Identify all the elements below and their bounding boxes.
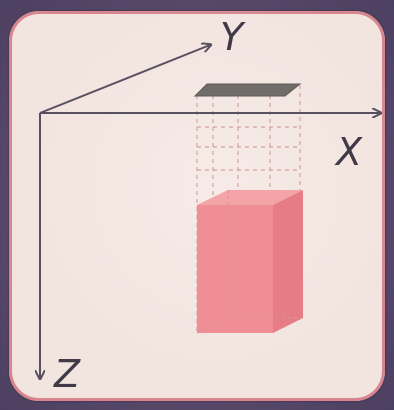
prism-hidden-edges (196, 190, 303, 334)
y-axis (39, 45, 210, 114)
prism-front-face (197, 205, 273, 333)
rectangular-prism (196, 190, 303, 334)
top-projection-shape (193, 83, 302, 97)
prism-side-face (273, 190, 303, 333)
x-axis-label: X (334, 130, 363, 174)
coordinate-axes (40, 45, 380, 378)
prism-top-face (197, 190, 303, 205)
y-axis-label: Y (220, 15, 246, 59)
z-axis-label: Z (53, 352, 81, 396)
